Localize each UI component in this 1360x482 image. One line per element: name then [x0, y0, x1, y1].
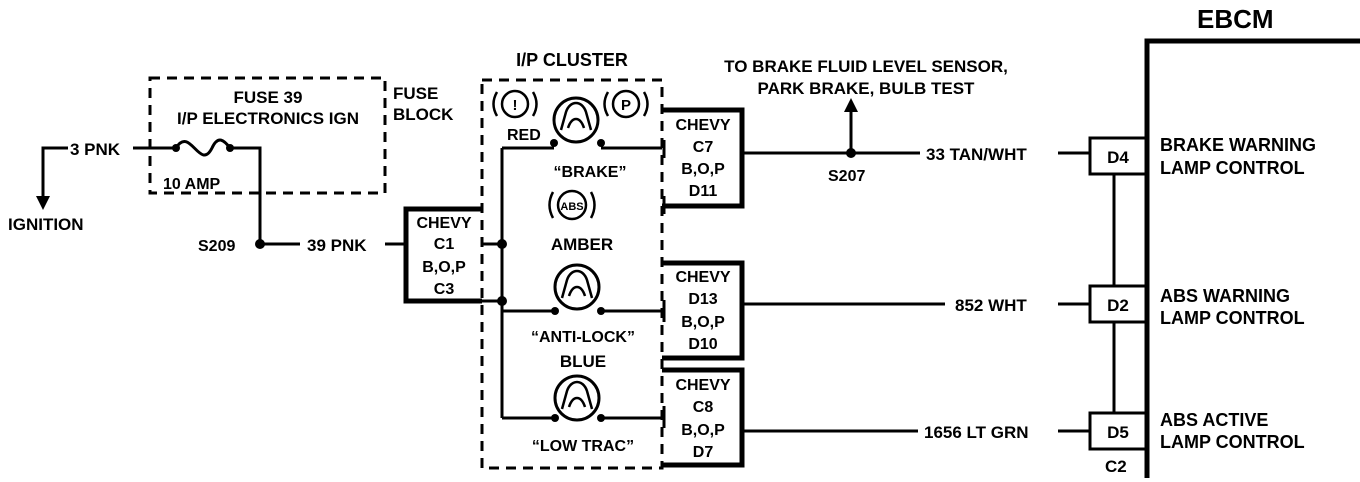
connector-d13-line2: D13	[688, 291, 717, 308]
fuse-name: FUSE 39	[234, 88, 303, 107]
abs-icon: ABS	[548, 189, 596, 221]
connector-d13: CHEVY D13 B,O,P D10	[662, 260, 745, 361]
lowtrac-lamp-name: “LOW TRAC”	[532, 438, 634, 455]
fuse-output-wire	[230, 146, 262, 244]
lowtrac-lamp-color: BLUE	[560, 352, 606, 371]
fuse-circuit: I/P ELECTRONICS IGN	[177, 109, 359, 128]
pin-d2-label: D2	[1107, 296, 1129, 315]
fuse-rating: 10 AMP	[163, 176, 221, 193]
ignition-arrow-icon	[36, 196, 50, 210]
brake-sensor-note-line2: PARK BRAKE, BULB TEST	[758, 79, 976, 98]
connector-c1-line2: C1	[434, 236, 455, 253]
wire-3-pnk-label: 3 PNK	[70, 140, 121, 159]
pin-d5-label: D5	[1107, 423, 1129, 442]
ignition-wire	[41, 146, 68, 200]
connector-c1-line3: B,O,P	[422, 259, 466, 276]
fuse-block-label-line2: BLOCK	[393, 105, 454, 124]
ebcm-pin-d5: D5	[1088, 411, 1148, 451]
brake-warning-symbol: !	[513, 97, 518, 114]
fuse-block-outline	[148, 76, 387, 195]
brake-warning-icon: !	[492, 89, 538, 119]
brake-lamp-name: “BRAKE”	[554, 164, 627, 181]
lowtrac-bulb-icon	[551, 374, 605, 422]
wire-1656-label: 1656 LT GRN	[924, 423, 1029, 442]
splice-s207-label: S207	[828, 168, 865, 185]
ignition-label: IGNITION	[8, 215, 84, 234]
connector-c7: CHEVY C7 B,O,P D11	[662, 107, 745, 214]
abs-symbol: ABS	[560, 201, 583, 213]
wire-852-label: 852 WHT	[955, 296, 1027, 315]
connector-c8-line4: D7	[693, 444, 714, 461]
park-brake-icon: P	[603, 89, 649, 119]
ip-cluster-outline	[480, 78, 664, 470]
brake-lamp-color: RED	[507, 127, 541, 144]
connector-c8-line2: C8	[693, 399, 714, 416]
d5-function-line2: LAMP CONTROL	[1160, 432, 1305, 452]
connector-c1-line1: CHEVY	[416, 215, 471, 232]
d2-function-line1: ABS WARNING	[1160, 286, 1290, 306]
connector-c1-line4: C3	[434, 281, 455, 298]
connector-d13-line1: CHEVY	[675, 269, 730, 286]
ebcm-pin-d4: D4	[1088, 136, 1148, 176]
antilock-lamp-color: AMBER	[551, 235, 613, 254]
connector-c8-line1: CHEVY	[675, 377, 730, 394]
connector-c8-line3: B,O,P	[681, 422, 725, 439]
antilock-lamp-name: “ANTI-LOCK”	[531, 329, 635, 346]
splice-s209-label: S209	[198, 238, 235, 255]
connector-c8: CHEVY C8 B,O,P D7	[662, 367, 745, 468]
fuse-block-label-line1: FUSE	[393, 84, 438, 103]
fuse-icon	[172, 138, 234, 157]
brake-sensor-arrow-icon	[844, 98, 858, 112]
d4-function-line2: LAMP CONTROL	[1160, 158, 1305, 178]
connector-c7-line1: CHEVY	[675, 117, 730, 134]
d4-function-line1: BRAKE WARNING	[1160, 135, 1316, 155]
wire-39-pnk-label: 39 PNK	[307, 236, 367, 255]
connector-c1: CHEVY C1 B,O,P C3	[403, 206, 482, 304]
brake-sensor-note-line1: TO BRAKE FLUID LEVEL SENSOR,	[724, 57, 1008, 76]
ebcm-outline	[1144, 38, 1360, 478]
d5-function-line1: ABS ACTIVE	[1160, 410, 1268, 430]
brake-bulb-icon	[550, 96, 605, 147]
connector-c7-line2: C7	[693, 139, 714, 156]
antilock-bulb-icon	[551, 263, 605, 315]
ebcm-title: EBCM	[1197, 4, 1274, 34]
connector-d13-line3: B,O,P	[681, 314, 725, 331]
connector-c7-line4: D11	[689, 183, 718, 200]
park-brake-symbol: P	[621, 97, 631, 114]
pin-d4-label: D4	[1107, 148, 1129, 167]
wire-33-label: 33 TAN/WHT	[926, 145, 1027, 164]
connector-c7-line3: B,O,P	[681, 161, 725, 178]
ebcm-connector-c2: C2	[1105, 457, 1127, 476]
d2-function-line2: LAMP CONTROL	[1160, 308, 1305, 328]
connector-d13-line4: D10	[688, 336, 717, 353]
ip-cluster-title: I/P CLUSTER	[516, 50, 628, 70]
ebcm-pin-d2: D2	[1088, 284, 1148, 324]
